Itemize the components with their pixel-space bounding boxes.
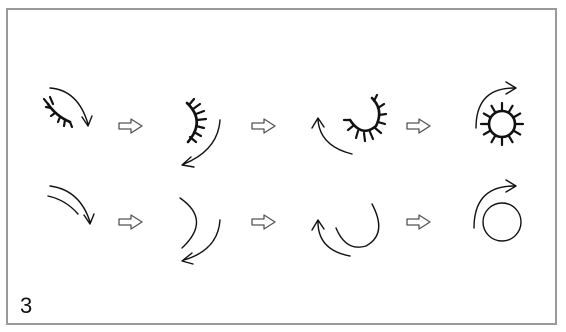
transition-arrow-top-3 [407, 119, 430, 133]
transition-arrow-bottom-3 [407, 215, 430, 229]
transition-arrow-bottom-2 [252, 215, 275, 229]
transition-arrow-bottom-1 [119, 215, 142, 229]
top-stage-1 [44, 88, 92, 127]
bottom-stage-1-motion-arrow [50, 186, 90, 222]
top-stage-4 [476, 82, 523, 145]
bottom-stage-1-arc [48, 196, 78, 214]
bottom-stage-4-ring [483, 203, 521, 241]
top-stage-2-arc [187, 103, 197, 142]
top-stage-3-arc [350, 98, 379, 131]
top-stage-4-ring [489, 111, 515, 137]
transition-arrow-top-2 [252, 119, 275, 133]
bottom-stage-2-arc [180, 198, 197, 248]
transition-arrow-top-1 [119, 119, 142, 133]
bottom-stage-2 [180, 198, 220, 264]
bottom-stage-3-arc [336, 204, 379, 247]
transition-arrows [119, 119, 430, 229]
top-stage-4-motion-arrow [476, 88, 514, 128]
bottom-stage-3 [312, 204, 379, 256]
bottom-stage-4-motion-arrow [474, 186, 514, 228]
top-stage-2 [182, 99, 220, 167]
top-stage-3 [312, 95, 386, 154]
bottom-stage-4 [474, 180, 521, 241]
bottom-stage-1 [48, 186, 94, 224]
panel-number-label: 3 [20, 293, 32, 319]
top-stage-4-spikes [481, 103, 523, 145]
top-stage-1-spikes [44, 97, 72, 127]
